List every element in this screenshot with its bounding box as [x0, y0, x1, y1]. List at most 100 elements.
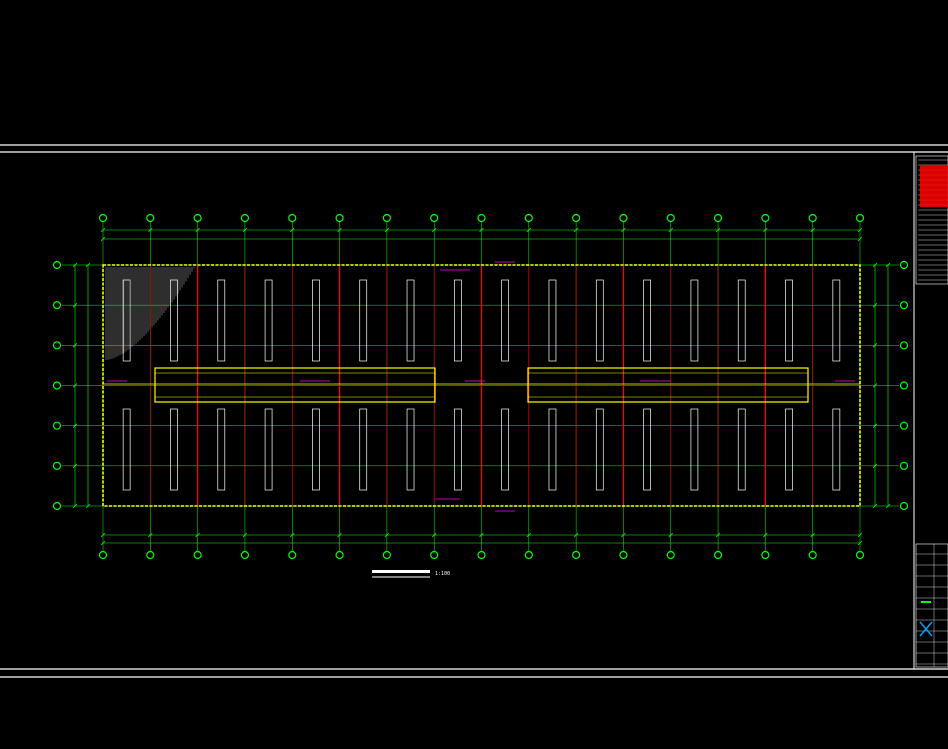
grid-axes: [52, 213, 909, 560]
column-axis-bubble-top: [335, 213, 344, 223]
dimension-tick: [872, 383, 878, 388]
dimension-tick: [72, 423, 78, 428]
row-axis-bubble-left: [52, 301, 62, 310]
column-axis-bubble-bottom: [761, 550, 770, 560]
dimension-tick: [573, 532, 579, 538]
dimension-tick: [857, 532, 863, 538]
column-axis-bubble-bottom: [524, 550, 533, 560]
dimension-tick: [872, 262, 878, 268]
row-axis-bubble-right: [899, 341, 909, 350]
column-axis-bubble-top: [430, 213, 439, 223]
dimension-tick: [872, 503, 878, 509]
dimension-tick: [289, 227, 295, 233]
dimension-tick: [431, 532, 437, 538]
scale-bar: 1:100: [372, 570, 450, 578]
roof-panel-lower: [359, 408, 368, 491]
dimension-tick: [195, 227, 200, 233]
skylight-band-right: [527, 367, 809, 403]
roof-panel-upper: [548, 279, 557, 362]
roof-panel-upper: [595, 279, 604, 362]
dimension-tick: [337, 227, 342, 233]
dimension-tick: [72, 383, 78, 388]
column-axis-bubble-bottom: [477, 550, 486, 560]
column-axis-bubble-bottom: [98, 550, 108, 560]
column-axis-bubble-top: [855, 213, 865, 223]
dimension-tick: [242, 227, 248, 233]
column-axis-bubble-top: [382, 213, 391, 223]
dimension-tick: [526, 532, 532, 538]
hatched-area: [105, 267, 195, 360]
roof-panel-lower: [737, 408, 746, 491]
roof-panel-upper: [501, 279, 510, 362]
column-axis-bubble-bottom: [335, 550, 344, 560]
dimension-tick: [872, 423, 878, 428]
column-axis-bubble-top: [713, 213, 723, 223]
dimension-tick: [810, 532, 815, 538]
dimension-tick: [479, 227, 484, 233]
row-axis-bubble-right: [899, 260, 909, 270]
row-axis-bubble-left: [52, 381, 62, 390]
roof-panel-upper: [737, 279, 746, 362]
column-axis-bubble-top: [808, 213, 817, 223]
roof-panel-upper: [359, 279, 368, 362]
roof-panel-lower: [170, 408, 178, 491]
dimension-tick: [100, 236, 106, 242]
row-axis-bubble-right: [899, 501, 909, 511]
scale-label: 1:100: [435, 571, 450, 577]
roof-panel-lower: [264, 408, 273, 491]
column-axis-bubble-bottom: [288, 550, 297, 560]
dimension-tick: [100, 227, 106, 233]
dimension-tick: [763, 227, 768, 233]
roof-panels: [122, 279, 841, 491]
dimension-tick: [763, 532, 768, 538]
roof-panel-upper: [122, 279, 131, 362]
row-axis-bubble-left: [52, 461, 62, 470]
row-axis-bubble-left: [52, 421, 62, 430]
dimension-tick: [72, 343, 78, 348]
roof-panel-upper: [406, 279, 415, 362]
dimension-tick: [337, 532, 342, 538]
row-axis-bubble-right: [899, 381, 909, 390]
dimension-tick: [810, 227, 815, 233]
dimension-tick: [384, 227, 390, 233]
roof-panel-lower: [312, 408, 320, 491]
dimension-tick: [72, 463, 78, 469]
dimension-tick: [872, 302, 878, 308]
roof-panel-upper: [453, 279, 462, 362]
roof-panel-upper: [643, 279, 651, 362]
column-axis-bubble-top: [666, 213, 675, 223]
roof-panel-lower: [406, 408, 415, 491]
dimension-tick: [715, 227, 721, 233]
column-axis-bubble-bottom: [855, 550, 865, 560]
column-axis-bubble-bottom: [240, 550, 250, 560]
annotations: [107, 261, 855, 512]
roof-panel-upper: [312, 279, 320, 362]
column-axis-bubble-top: [193, 213, 202, 223]
dimension-tick: [85, 262, 91, 268]
roof-panel-lower: [453, 408, 462, 491]
skylight-band-left: [154, 367, 436, 403]
column-axis-bubble-bottom: [193, 550, 202, 560]
row-axis-bubble-right: [899, 461, 909, 470]
row-axis-bubble-left: [52, 341, 62, 350]
roof-panel-upper: [785, 279, 793, 362]
dimension-tick: [668, 227, 674, 233]
dimension-tick: [195, 532, 200, 538]
column-axis-bubble-top: [761, 213, 770, 223]
column-axis-bubble-top: [146, 213, 155, 223]
column-axis-bubble-top: [240, 213, 250, 223]
roof-panel-lower: [690, 408, 699, 491]
column-axis-bubble-bottom: [572, 550, 581, 560]
roof-panel-upper: [217, 279, 226, 362]
roof-panel-lower: [122, 408, 131, 491]
dimension-tick: [526, 227, 532, 233]
roof-panel-lower: [595, 408, 604, 491]
column-axis-bubble-top: [98, 213, 108, 223]
dimension-tick: [668, 532, 674, 538]
column-axis-bubble-bottom: [430, 550, 439, 560]
column-axis-bubble-top: [288, 213, 297, 223]
dimension-tick: [100, 540, 106, 546]
roof-panel-lower: [785, 408, 793, 491]
roof-panel-upper: [832, 279, 841, 362]
